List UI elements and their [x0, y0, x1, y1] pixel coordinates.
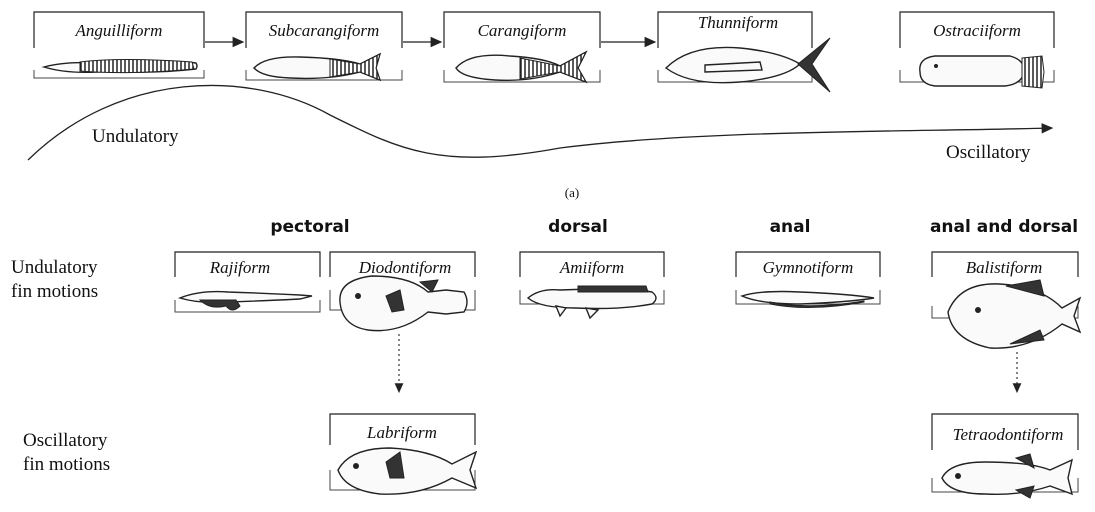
- triggerfish-icon: [948, 280, 1080, 348]
- mode-box-carangiform: Carangiform: [444, 12, 600, 82]
- mode-box-amiiform: Amiiform: [520, 252, 664, 318]
- oscillatory-label: Oscillatory: [946, 142, 1031, 163]
- mode-label-ostraciiform: Ostraciiform: [933, 21, 1021, 40]
- mode-box-diodontiform: Diodontiform: [330, 252, 475, 331]
- mode-label-amiiform: Amiiform: [559, 258, 624, 277]
- row-label-oscillatory-1: Oscillatory: [23, 430, 108, 451]
- mode-box-rajiform: Rajiform: [175, 252, 320, 312]
- mode-label-diodontiform: Diodontiform: [358, 258, 452, 277]
- mode-label-labriform: Labriform: [366, 423, 437, 442]
- mode-label-tetraodontiform: Tetraodontiform: [953, 425, 1064, 444]
- mode-label-subcarangiform: Subcarangiform: [269, 21, 380, 40]
- mode-label-anguilliform: Anguilliform: [75, 21, 163, 40]
- porcupinefish-icon: [340, 276, 467, 331]
- undulatory-label: Undulatory: [92, 126, 179, 147]
- eel-icon: [44, 60, 197, 73]
- wrasse-icon: [338, 448, 476, 494]
- knifefish-icon: [742, 292, 874, 308]
- column-header-dorsal: dorsal: [548, 217, 608, 237]
- mode-label-thunniform: Thunniform: [698, 13, 778, 32]
- ray-icon: [180, 292, 312, 310]
- bowfin-icon: [528, 286, 656, 318]
- trout-icon: [254, 54, 380, 80]
- mode-box-anguilliform: Anguilliform: [34, 12, 204, 78]
- mode-label-carangiform: Carangiform: [478, 21, 567, 40]
- mode-label-rajiform: Rajiform: [209, 258, 270, 277]
- mode-label-gymnotiform: Gymnotiform: [763, 258, 854, 277]
- mode-box-gymnotiform: Gymnotiform: [736, 252, 880, 308]
- row-label-undulatory-2: fin motions: [11, 281, 98, 302]
- caption-a: (a): [565, 185, 579, 200]
- mode-box-balistiform: Balistiform: [932, 252, 1080, 348]
- column-header-anal-and-dorsal: anal and dorsal: [930, 217, 1078, 237]
- jack-icon: [456, 52, 586, 82]
- boxfish-icon: [920, 56, 1044, 88]
- column-header-anal: anal: [770, 217, 811, 237]
- row-label-oscillatory-2: fin motions: [23, 454, 110, 475]
- mode-box-subcarangiform: Subcarangiform: [246, 12, 402, 80]
- mode-box-labriform: Labriform: [330, 414, 476, 494]
- mode-box-thunniform: Thunniform: [658, 12, 830, 92]
- pufferfish-icon: [942, 454, 1072, 498]
- mode-box-tetraodontiform: Tetraodontiform: [932, 414, 1078, 498]
- mode-box-ostraciiform: Ostraciiform: [900, 12, 1054, 88]
- tuna-icon: [666, 38, 830, 92]
- column-header-pectoral: pectoral: [270, 217, 349, 237]
- undulatory-oscillatory-curve: [28, 85, 1052, 160]
- row-label-undulatory-1: Undulatory: [11, 257, 98, 278]
- mode-label-balistiform: Balistiform: [966, 258, 1043, 277]
